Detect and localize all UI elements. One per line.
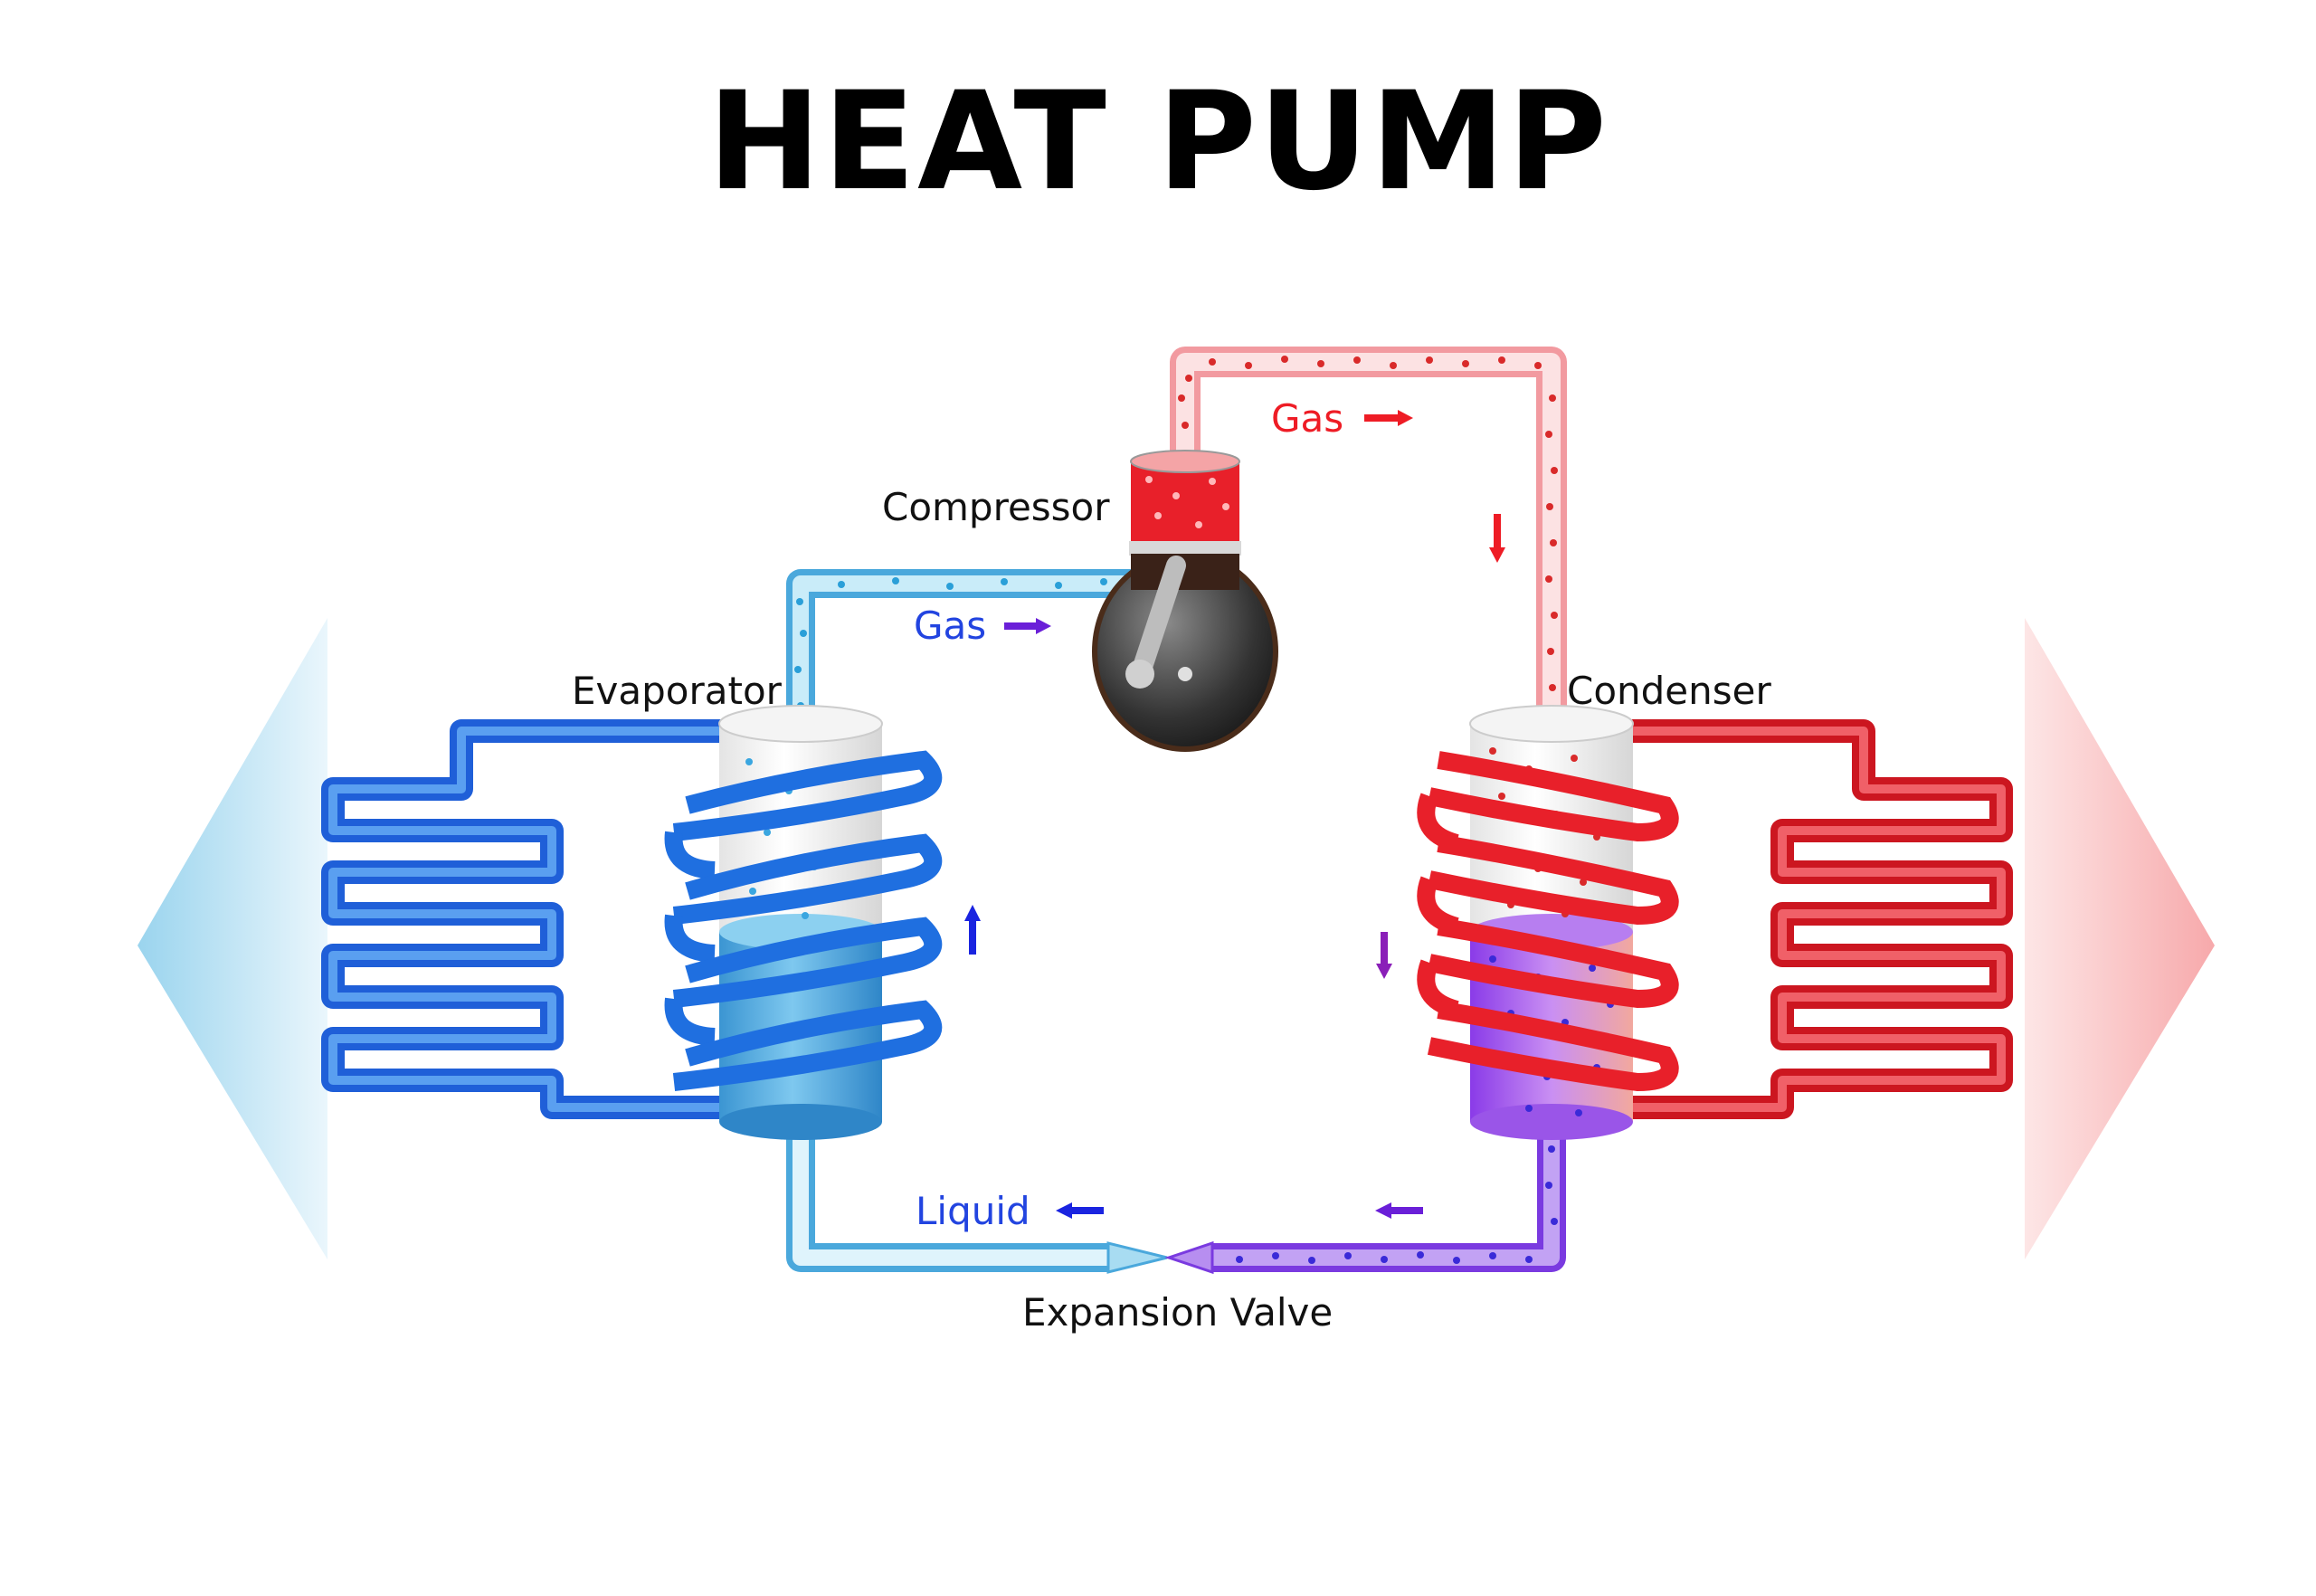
arrow-down-hot (1489, 514, 1505, 563)
arrow-left-liquid (1056, 1202, 1104, 1219)
compressor (1092, 450, 1278, 752)
label-condenser: Condenser (1567, 669, 1771, 713)
condenser-helix (1417, 751, 1679, 1092)
warm-air-arrow (2025, 618, 2215, 1259)
condenser-radiator-coil (1529, 719, 2013, 1119)
evaporator-helix (664, 750, 943, 1091)
arrow-right-hot-gas (1364, 410, 1413, 426)
cold-air-arrow (138, 618, 327, 1259)
expansion-valve (1106, 1240, 1214, 1275)
label-liquid: Liquid (916, 1189, 1030, 1233)
cold-gas-bubbles (794, 577, 1107, 709)
arrow-up-evaporator (964, 905, 981, 955)
mixed-pipe-bubbles (1236, 1145, 1558, 1264)
arrow-right-cold-gas (1004, 618, 1051, 634)
label-compressor: Compressor (882, 485, 1110, 529)
label-gas-cold: Gas (914, 603, 986, 648)
evaporator-radiator-coil (321, 719, 769, 1119)
cold-gas-pipe (786, 569, 1140, 724)
mixed-refrigerant-pipe (1212, 1131, 1566, 1272)
arrow-left-mixed (1375, 1202, 1423, 1219)
liquid-pipe (786, 1131, 1108, 1272)
label-evaporator: Evaporator (572, 669, 783, 713)
page-title: HEAT PUMP (707, 63, 1609, 221)
arrow-down-condenser (1376, 932, 1392, 979)
label-expansion-valve: Expansion Valve (1022, 1290, 1333, 1335)
label-gas-hot: Gas (1271, 396, 1343, 441)
hot-gas-bubbles (1178, 356, 1558, 691)
